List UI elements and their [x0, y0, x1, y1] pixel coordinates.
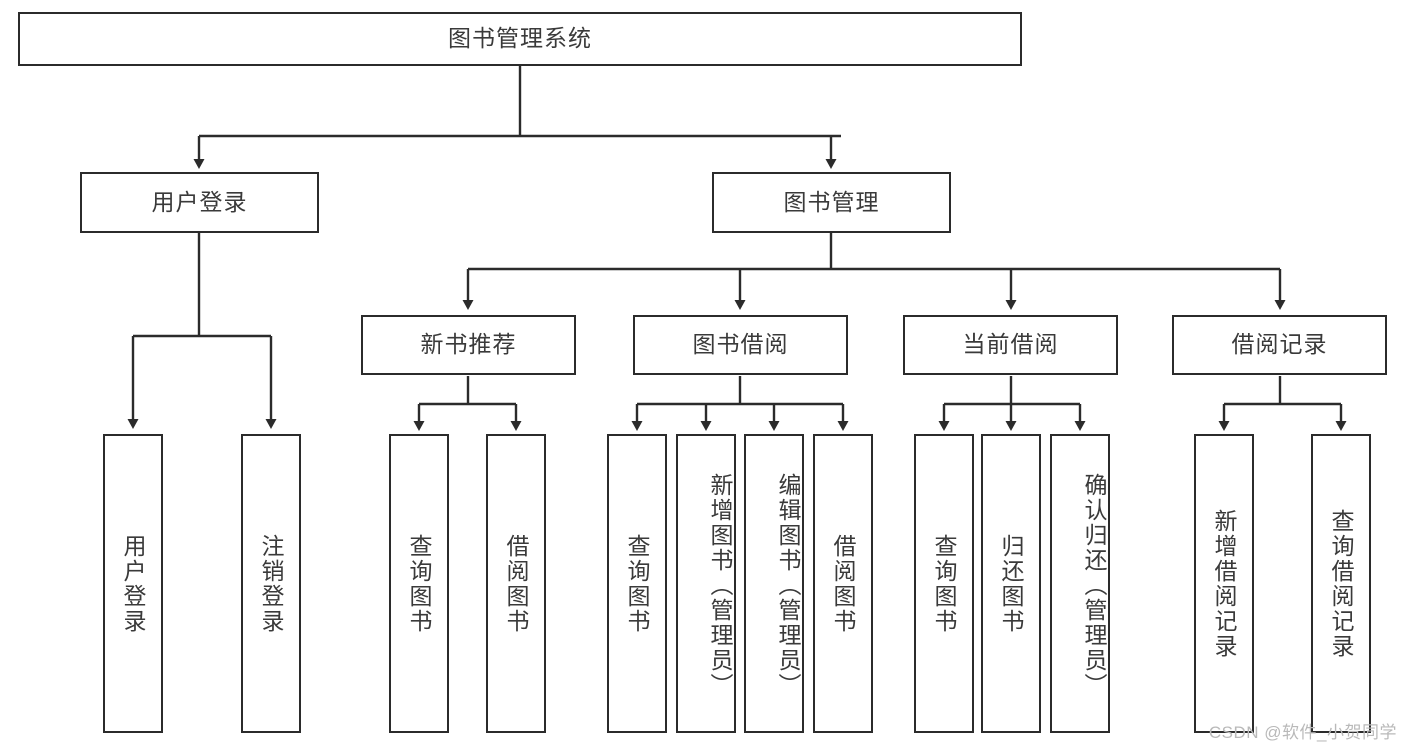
leaf-book-borrow-query[interactable]: 查询图书	[607, 434, 667, 733]
leaf-borrow-record-query-label: 查询借阅记录	[1328, 508, 1355, 659]
node-current-borrow-label: 当前借阅	[962, 331, 1059, 358]
node-new-book-recommend[interactable]: 新书推荐	[361, 315, 576, 375]
leaf-book-borrow-add[interactable]: 新增图书（管理员）	[676, 434, 736, 733]
node-current-borrow[interactable]: 当前借阅	[903, 315, 1118, 375]
leaf-borrow-record-add-label: 新增借阅记录	[1211, 508, 1238, 659]
node-user-login-label: 用户登录	[151, 188, 248, 215]
node-new-book-recommend-label: 新书推荐	[420, 331, 517, 358]
leaf-borrow-record-query[interactable]: 查询借阅记录	[1311, 434, 1371, 733]
node-borrow-record-label: 借阅记录	[1231, 331, 1328, 358]
node-book-manage-label: 图书管理	[783, 188, 880, 215]
leaf-book-borrow-borrow-label: 借阅图书	[830, 533, 857, 634]
leaf-book-borrow-query-label: 查询图书	[624, 533, 651, 634]
leaf-user-login-logout-label: 注销登录	[258, 533, 285, 634]
node-root[interactable]: 图书管理系统	[18, 12, 1022, 66]
leaf-borrow-record-add[interactable]: 新增借阅记录	[1194, 434, 1254, 733]
leaf-current-borrow-confirm-label: 确认归还（管理员）	[1081, 473, 1107, 698]
node-user-login[interactable]: 用户登录	[80, 172, 319, 233]
leaf-current-borrow-query-label: 查询图书	[931, 533, 958, 634]
node-book-borrow-label: 图书借阅	[692, 331, 789, 358]
leaf-user-login-login-label: 用户登录	[120, 533, 147, 634]
node-book-manage[interactable]: 图书管理	[712, 172, 951, 233]
leaf-new-book-borrow[interactable]: 借阅图书	[486, 434, 546, 733]
leaf-book-borrow-edit-label: 编辑图书（管理员）	[775, 473, 801, 698]
leaf-book-borrow-add-label: 新增图书（管理员）	[707, 473, 733, 698]
leaf-new-book-query[interactable]: 查询图书	[389, 434, 449, 733]
node-root-label: 图书管理系统	[448, 25, 592, 52]
leaf-user-login-logout[interactable]: 注销登录	[241, 434, 301, 733]
leaf-book-borrow-borrow[interactable]: 借阅图书	[813, 434, 873, 733]
csdn-watermark: CSDN @软件_小贺同学	[1208, 723, 1397, 742]
leaf-book-borrow-edit[interactable]: 编辑图书（管理员）	[744, 434, 804, 733]
leaf-new-book-query-label: 查询图书	[406, 533, 433, 634]
leaf-current-borrow-return[interactable]: 归还图书	[981, 434, 1041, 733]
leaf-current-borrow-return-label: 归还图书	[998, 533, 1025, 634]
leaf-current-borrow-confirm[interactable]: 确认归还（管理员）	[1050, 434, 1110, 733]
node-borrow-record[interactable]: 借阅记录	[1172, 315, 1387, 375]
leaf-user-login-login[interactable]: 用户登录	[103, 434, 163, 733]
leaf-new-book-borrow-label: 借阅图书	[503, 533, 530, 634]
leaf-current-borrow-query[interactable]: 查询图书	[914, 434, 974, 733]
node-book-borrow[interactable]: 图书借阅	[633, 315, 848, 375]
